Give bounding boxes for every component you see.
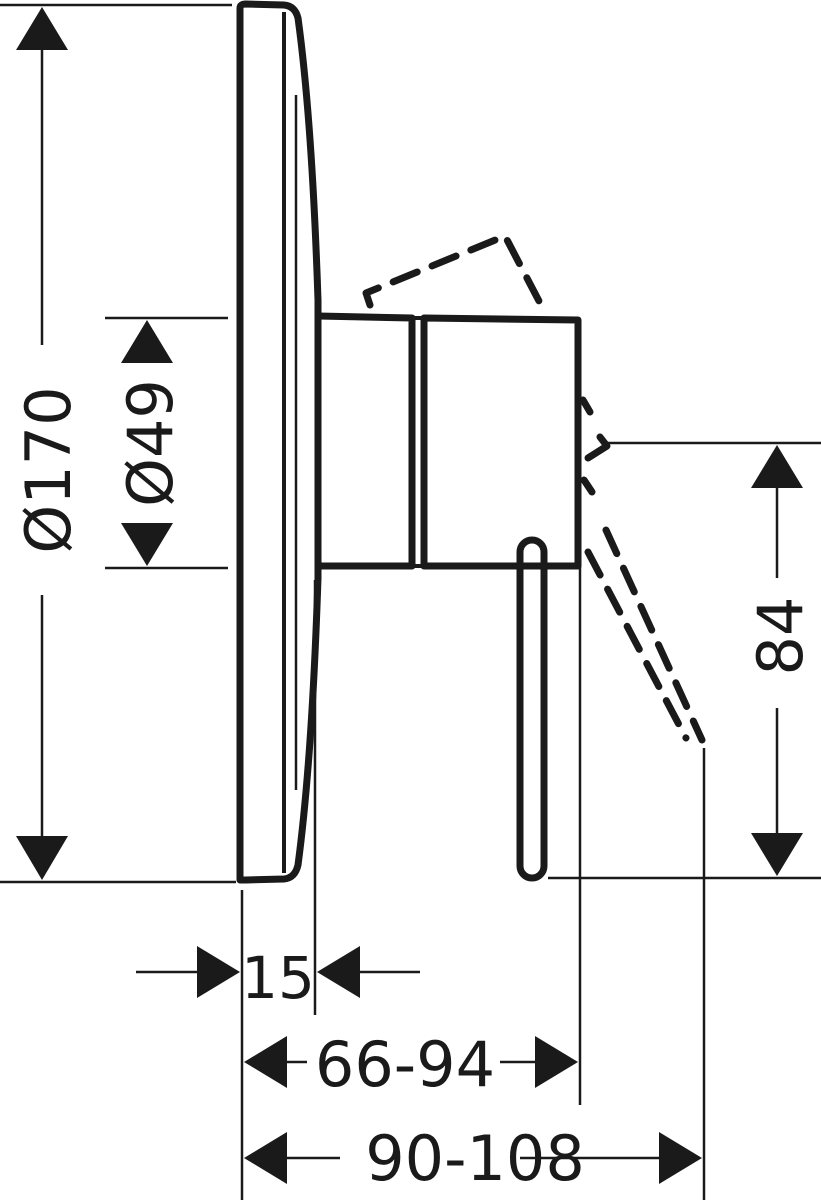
arrow-down-icon [121, 523, 173, 566]
arrow-up-icon [751, 445, 803, 488]
dimension-lever-84: 84 [744, 445, 817, 876]
notch-detail [579, 396, 594, 416]
notch-detail-3 [580, 476, 596, 496]
label-diameter-170: Ø170 [12, 386, 85, 553]
arrow-right-icon [197, 946, 240, 998]
dimension-depth-15: 15 [136, 944, 420, 1012]
arrow-right-icon [535, 1036, 578, 1088]
dimension-diameter-49: Ø49 [114, 320, 187, 566]
arrow-right-icon [659, 1132, 702, 1184]
arrow-up-icon [121, 320, 173, 363]
notch-detail-2 [584, 433, 611, 462]
arrow-down-icon [16, 836, 68, 880]
lever-alt-position-up [362, 232, 544, 309]
label-diameter-49: Ø49 [114, 379, 187, 507]
cover-plate [236, 0, 322, 884]
arrow-left-icon [244, 1132, 287, 1184]
label-lever-84: 84 [744, 597, 817, 676]
dimension-diameter-170: Ø170 [12, 7, 85, 880]
lever [516, 536, 548, 882]
label-depth-15: 15 [241, 944, 315, 1012]
lever-alt-position-diagonal [584, 526, 706, 744]
dimension-projection-66-94: 66-94 [244, 1028, 578, 1101]
mixer-body [314, 312, 582, 570]
arrow-left-icon [317, 946, 360, 998]
dimension-projection-90-108: 90-108 [244, 1122, 702, 1195]
extension-lines [0, 3, 821, 1200]
arrow-left-icon [244, 1036, 287, 1088]
arrow-up-icon [16, 7, 68, 50]
label-projection-90-108: 90-108 [365, 1122, 585, 1195]
arrow-down-icon [751, 833, 803, 876]
label-projection-66-94: 66-94 [315, 1028, 495, 1101]
